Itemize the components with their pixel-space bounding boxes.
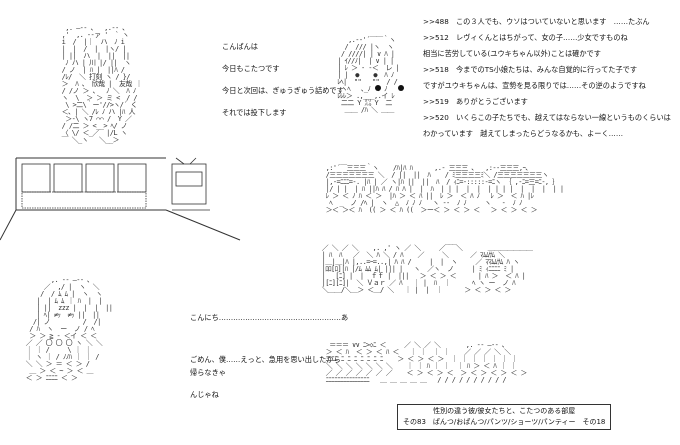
comment-line-6: >>519 ありがとうございます [423, 97, 528, 106]
comment-line-2: >>512 レヴィくんとはちがって、女の子……少女ですものね [423, 33, 628, 42]
scene3-greeting: こんにち……………………………………………あ [190, 313, 349, 322]
comment-line-5: ですがユウキちゃんは、宣勢を見る限りでは……その逆のようですね [423, 81, 646, 90]
ascii-art-character-3: ,. -‐ ―‐- ､ ／ ,/ | ヽ ＼ / / ﾑ ﾑ | ヽ ヽ | |… [25, 276, 113, 382]
scene1-line-3: 今日と次回は、ぎゅうぎゅう詰めです [222, 86, 344, 95]
scene1-line-1: こんばんは [222, 42, 258, 51]
title-box: 性別の違う彼/彼女たちと、こたつのある部屋 その83 ぱんつ/おぱんつ/パンツ/… [397, 404, 612, 430]
subtitle-text: その83 ぱんつ/おぱんつ/パンツ/ショーツ/パンティー その18 [403, 418, 606, 426]
ascii-art-character-1: ,. ―‐- 、 ,.-‐ ､ ,' ,. -‐ァ ' ` ヽ i / |｜ ハ… [61, 24, 143, 144]
comment-line-3: 相当に苦労している(ユウキちゃん以外)ことは確かです [423, 49, 601, 58]
ascii-art-crowd-top: ,:'´￣三三三｀ヽ /ﾊ|ﾊ ﾊ ,.- 三三三 ､ ,:--三三三,ｰ､ /… [325, 164, 564, 214]
scene1-line-2: 今日もこたつです [222, 64, 280, 73]
comment-line-4: >>518 今までのTS小娘たちは、みんな自覚的に行ってた子です [423, 65, 638, 74]
comment-line-7: >>520 いくらこの子たちでも、越えてはならない一線というものくらいは [423, 113, 671, 122]
ascii-art-crowd-bottom: ＝＝＝ ∨∨ ﾆ>◇ﾆ ＜ ／ ＼ ／ ＼ ,. -‐ ―‐- ､ ＞ ＜ ﾊ … [325, 341, 528, 384]
title-text: 性別の違う彼/彼女たちと、こたつのある部屋 [433, 407, 576, 415]
comment-line-8: わかっています 越えてしまったらどうなるかも、よーく…… [423, 129, 624, 138]
scene3-line-1: ごめん、僕……えっと、急用を思い出したから [190, 355, 341, 364]
scene1-line-4: それでは投下します [222, 108, 287, 117]
scene3-line-2: 帰らなきゃ [190, 368, 226, 377]
scene3-line-3: んじゃね [190, 390, 219, 399]
comment-line-1: >>488 この３人でも、ウソはついていないと思います ……たぶん [423, 17, 650, 26]
eye-dots [375, 85, 404, 91]
ascii-art-character-2: ,.-‐'´￣￣｀ヽ / /// |ヽ ヽ / ////| | ∨ ﾊ | | … [337, 36, 400, 114]
ascii-art-crowd-middle: ／ ＼ ／ ＼ ,. ,' ヽ ／ ＼ ／‾‾‾＼ ＿＿＿＿＿＿＿ | ﾊ ﾊ … [321, 244, 533, 294]
room-wall-drawing [0, 157, 241, 241]
